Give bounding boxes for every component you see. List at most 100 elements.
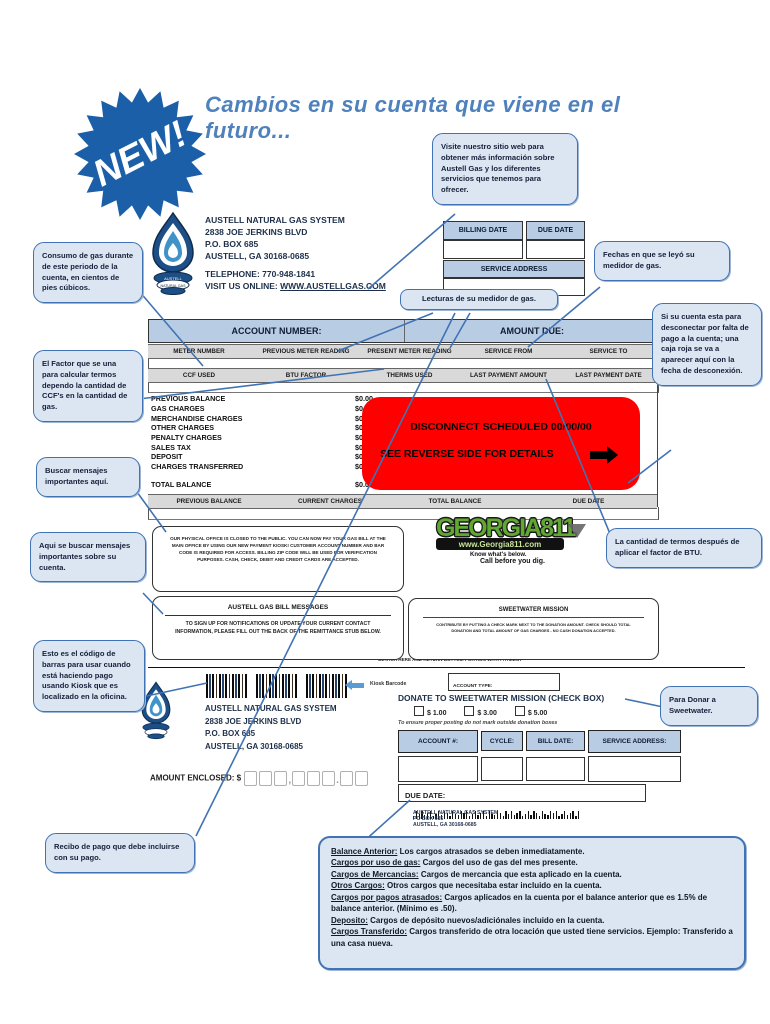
sweetwater-body: CONTRIBUTE BY PUTTING A CHECK MARK NEXT … — [436, 622, 631, 634]
col-current-charges: CURRENT CHARGES — [297, 498, 363, 505]
callout-visite: Visite nuestro sitio web para obtener má… — [432, 133, 578, 205]
due-date-header: DUE DATE — [526, 221, 585, 240]
office-notice-box: OUR PHYSICAL OFFICE IS CLOSED TO THE PUB… — [152, 526, 404, 592]
divider — [165, 615, 391, 616]
arrow-left-icon — [345, 680, 364, 690]
glossary-item: Otros Cargos: Otros cargos que necesitab… — [331, 881, 602, 891]
col-therms-used: THERMS USED — [386, 372, 433, 379]
amount-enclosed-label: AMOUNT ENCLOSED: $ — [150, 773, 242, 783]
stub-account-field[interactable] — [398, 756, 478, 782]
donate-option[interactable]: $ 5.00 — [514, 706, 547, 717]
col-previous-balance: PREVIOUS BALANCE — [176, 498, 242, 505]
stub-billdate-field[interactable] — [526, 757, 585, 781]
stub-cycle-field[interactable] — [481, 757, 523, 781]
kiosk-barcode-label: Kiosk Barcode — [370, 681, 407, 687]
donate-note: To ensure proper posting do not mark out… — [398, 720, 558, 726]
callout-aqui: Aqui se buscar mensajes importantes sobr… — [30, 532, 146, 583]
usage-header-row: CCF USED BTU FACTOR THERMS USED LAST PAY… — [148, 368, 657, 383]
glossary-item: Deposito: Cargos de depósito nuevos/adic… — [331, 915, 605, 925]
company-phone: TELEPHONE: 770-948-1841 — [205, 269, 316, 279]
amount-digit-box[interactable] — [354, 771, 368, 786]
stub-serviceaddr-header: SERVICE ADDRESS: — [588, 730, 681, 753]
glossary-item: Balance Anterior: Los cargos atrasados s… — [331, 847, 585, 856]
company-block: AUSTELL NATURAL GAS SYSTEM 2838 JOE JERK… — [205, 214, 386, 292]
disconnect-line1: DISCONNECT SCHEDULED 00/00/00 — [410, 421, 592, 433]
disconnect-line2: SEE REVERSE SIDE FOR DETAILS — [380, 448, 554, 460]
amount-digit-box[interactable] — [339, 771, 353, 786]
col-btu-factor: BTU FACTOR — [285, 372, 327, 379]
new-badge: NEW! — [74, 88, 206, 220]
callout-buscar: Buscar mensajes importantes aquí. — [36, 457, 140, 497]
georgia811-wordmark: GEORGIA811 — [436, 514, 576, 542]
callout-factor: El Factor que se una para calcular termo… — [33, 350, 143, 422]
callout-recibo: Recibo de pago que debe incluirse con su… — [45, 833, 195, 873]
glossary-item: Cargos de Mercancias: Cargos de mercanci… — [331, 869, 622, 879]
callout-codigo: Esto es el código de barras para usar cu… — [33, 640, 145, 712]
service-address-header: SERVICE ADDRESS — [443, 260, 585, 278]
amount-digit-box[interactable] — [292, 771, 306, 786]
col-meter-number: METER NUMBER — [173, 348, 225, 355]
stub-company-block: AUSTELL NATURAL GAS SYSTEM 2838 JOE JERK… — [205, 703, 337, 753]
amount-digit-box[interactable] — [274, 771, 288, 786]
detach-rule — [148, 667, 745, 668]
mail-address-block: AUSTELL NATURAL GAS SYSTEM PO BOX 685 AU… — [413, 810, 499, 828]
amount-digit-box[interactable] — [322, 771, 336, 786]
company-logo-flame-icon: AUSTELL NATURAL GAS — [152, 211, 194, 295]
divider — [423, 617, 644, 618]
georgia811-tagline1: Know what's below. — [470, 552, 527, 558]
svg-text:AUSTELL: AUSTELL — [164, 276, 183, 281]
donate-option[interactable]: $ 1.00 — [414, 706, 446, 717]
amount-digit-box[interactable] — [259, 771, 273, 786]
glossary-item: Cargos Transferido: Cargos transferido d… — [331, 927, 733, 948]
checkbox-icon[interactable] — [414, 706, 424, 716]
bill-messages-body: TO SIGN UP FOR NOTIFICATIONS OR UPDATE Y… — [175, 621, 381, 636]
col-service-from: SERVICE FROM — [484, 348, 533, 355]
col-total-balance: TOTAL BALANCE — [428, 498, 482, 505]
stub-cycle-header: CYCLE: — [481, 731, 523, 751]
company-website-link[interactable]: WWW.AUSTELLGAS.COM — [280, 281, 386, 291]
col-present-reading: PRESENT METER READING — [367, 348, 452, 355]
stub-account-header: ACCOUNT #: — [398, 730, 478, 753]
stub-billdate-header: BILL DATE: — [526, 731, 585, 751]
donate-title: DONATE TO SWEETWATER MISSION (CHECK BOX) — [398, 693, 605, 703]
company-address3: AUSTELL, GA 30168-0685 — [205, 251, 310, 261]
due-date-field[interactable] — [526, 240, 585, 259]
stub-duedate-label: DUE DATE: — [405, 791, 446, 800]
stub-serviceaddr-field[interactable] — [588, 756, 681, 782]
callout-lecturas: Lecturas de su medidor de gas. — [400, 289, 558, 310]
checkbox-icon[interactable] — [464, 706, 475, 716]
account-type-box[interactable]: ACCOUNT TYPE: — [448, 673, 560, 691]
callout-desconectar: Si su cuenta esta para desconectar por f… — [652, 303, 762, 386]
billing-date-header: BILLING DATE — [443, 221, 523, 240]
col-last-payment-date: LAST PAYMENT DATE — [575, 372, 642, 379]
col-due-date: DUE DATE — [572, 498, 605, 505]
georgia811-logo: GEORGIA811 www.Georgia811.com Know what'… — [436, 516, 588, 580]
stub-duedate-box[interactable]: DUE DATE: — [398, 784, 646, 802]
account-amount-bar: ACCOUNT NUMBER: AMOUNT DUE: — [148, 319, 659, 343]
company-online-label: VISIT US ONLINE: — [205, 281, 281, 291]
company-address1: 2838 JOE JERKINS BLVD — [205, 227, 308, 237]
stub-company-address3: AUSTELL, GA 30168-0685 — [205, 741, 303, 751]
page-title: Cambios en su cuenta que viene en el fut… — [205, 92, 621, 143]
col-service-to: SERVICE TO — [589, 348, 628, 355]
office-notice-text: OUR PHYSICAL OFFICE IS CLOSED TO THE PUB… — [170, 536, 386, 563]
glossary-item: Cargos por pagos atrasados: Cargos aplic… — [331, 892, 708, 914]
svg-text:NATURAL GAS: NATURAL GAS — [161, 284, 187, 288]
sweetwater-box: SWEETWATER MISSION CONTRIBUTE BY PUTTING… — [408, 598, 659, 660]
amount-digit-box[interactable] — [307, 771, 321, 786]
account-type-label: ACCOUNT TYPE: — [453, 684, 493, 689]
bill-right-border — [657, 344, 658, 520]
georgia811-url: www.Georgia811.com — [436, 538, 564, 550]
disconnect-alert: DISCONNECT SCHEDULED 00/00/00 SEE REVERS… — [362, 397, 640, 490]
glossary-box: Balance Anterior: Los cargos atrasados s… — [318, 836, 746, 970]
postal-barcode — [413, 801, 581, 819]
company-address2: P.O. BOX 685 — [205, 239, 259, 249]
arrow-right-icon — [590, 446, 618, 464]
amount-digit-box[interactable] — [244, 771, 258, 786]
billing-date-field[interactable] — [443, 240, 523, 259]
callout-donar: Para Donar a Sweetwater. — [660, 686, 758, 726]
checkbox-icon[interactable] — [514, 706, 525, 716]
donate-option[interactable]: $ 3.00 — [464, 706, 497, 717]
col-last-payment-amount: LAST PAYMENT AMOUNT — [469, 372, 548, 379]
